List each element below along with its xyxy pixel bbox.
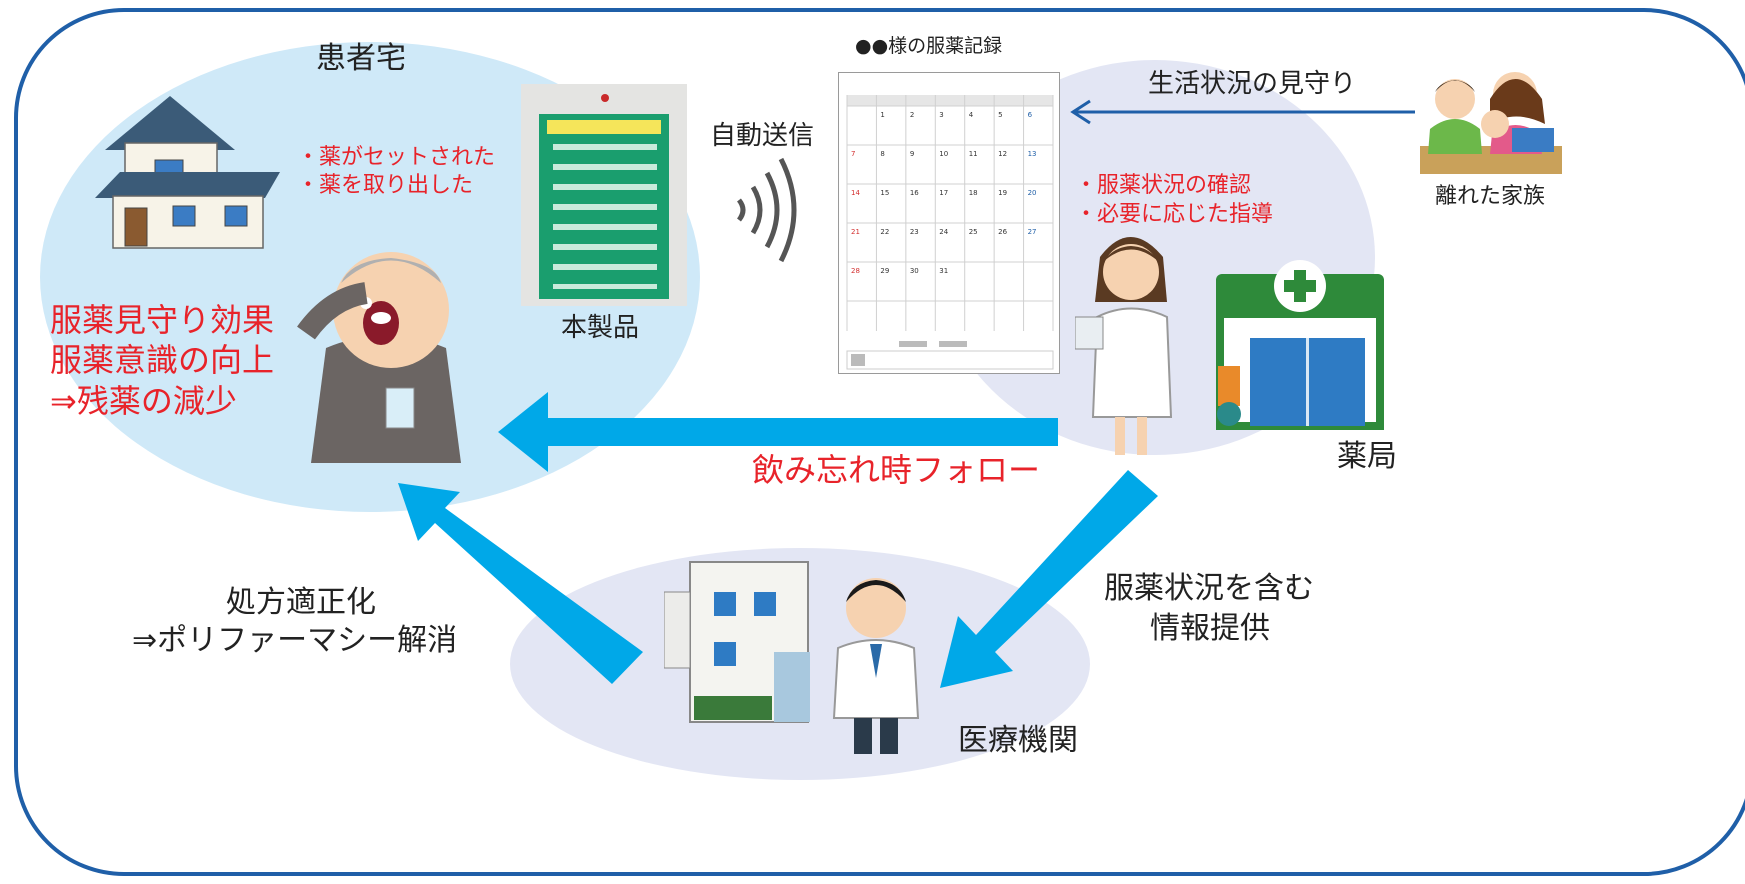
calendar-day: 16: [910, 189, 919, 197]
product-label: 本製品: [561, 313, 640, 343]
family-icon: [1420, 72, 1562, 174]
calendar-day: 20: [1028, 189, 1037, 197]
calendar-day: 21: [851, 228, 860, 236]
calendar-day: 9: [910, 150, 914, 158]
effect-item: 服薬意識の向上: [50, 341, 275, 379]
calendar-day: 10: [939, 150, 948, 158]
calendar-day: 27: [1028, 228, 1037, 236]
outer-frame: [14, 8, 1745, 876]
calendar-day: 30: [910, 267, 919, 275]
sensor-note: ・薬を取り出した: [297, 173, 474, 198]
calendar-day: 26: [998, 228, 1007, 236]
calendar-day: 5: [998, 111, 1002, 119]
pharmacy-note: ・必要に応じた指導: [1075, 202, 1274, 227]
patient-icon: [297, 252, 461, 463]
arrow-prescription: [398, 483, 643, 684]
house-icon: [95, 96, 280, 249]
calendar-day: 28: [851, 267, 860, 275]
wireless-icon: [736, 157, 797, 263]
calendar-day: 7: [851, 150, 855, 158]
effect-item: ⇒残薬の減少: [50, 382, 237, 420]
info-line-2: 情報提供: [1150, 611, 1270, 646]
sensor-note: ・薬がセットされた: [297, 145, 496, 170]
prescription-line-2: ⇒ポリファーマシー解消: [132, 623, 458, 658]
effect-item: 服薬見守り効果: [50, 301, 275, 339]
pill-calendar-photo: [521, 84, 687, 306]
calendar-day: 14: [851, 189, 860, 197]
calendar-day: 17: [939, 189, 948, 197]
patient-home-label: 患者宅: [316, 41, 406, 76]
info-line-1: 服薬状況を含む: [1104, 571, 1314, 606]
auto-send-label: 自動送信: [710, 121, 815, 151]
arrow-info-provision: [940, 470, 1158, 688]
calendar-day: 8: [880, 150, 884, 158]
calendar-day: 25: [969, 228, 978, 236]
calendar-day: 29: [880, 267, 889, 275]
record-title: ●●様の服薬記録: [855, 35, 1003, 57]
doctor-icon: [832, 578, 920, 754]
calendar-day: 18: [969, 189, 978, 197]
calendar-day: 31: [939, 267, 948, 275]
calendar-day: 2: [910, 111, 914, 119]
arrow-follow-up: [498, 392, 1058, 472]
calendar-day: 12: [998, 150, 1007, 158]
calendar-day: 15: [880, 189, 889, 197]
calendar-day: 6: [1028, 111, 1033, 119]
calendar-day: 19: [998, 189, 1007, 197]
calendar-day: 24: [939, 228, 948, 236]
life-watch-label: 生活状況の見守り: [1148, 69, 1357, 99]
pharmacist-icon: [1075, 237, 1173, 455]
missed-dose-follow-label: 飲み忘れ時フォロー: [752, 451, 1041, 489]
calendar-day: 1: [880, 111, 884, 119]
remote-family-label: 離れた家族: [1435, 184, 1546, 209]
pharmacy-label: 薬局: [1337, 439, 1397, 474]
calendar-day: 22: [880, 228, 889, 236]
calendar-day: 3: [939, 111, 943, 119]
medical-institution-label: 医療機関: [958, 723, 1078, 758]
calendar-day: 4: [969, 111, 974, 119]
calendar-day: 13: [1028, 150, 1037, 158]
pharmacy-building-icon: [1216, 260, 1384, 430]
pharmacy-note: ・服薬状況の確認: [1075, 173, 1252, 198]
calendar-day: 23: [910, 228, 919, 236]
calendar-day: 11: [969, 150, 978, 158]
hospital-icon: [664, 561, 810, 723]
prescription-line-1: 処方適正化: [226, 585, 376, 620]
